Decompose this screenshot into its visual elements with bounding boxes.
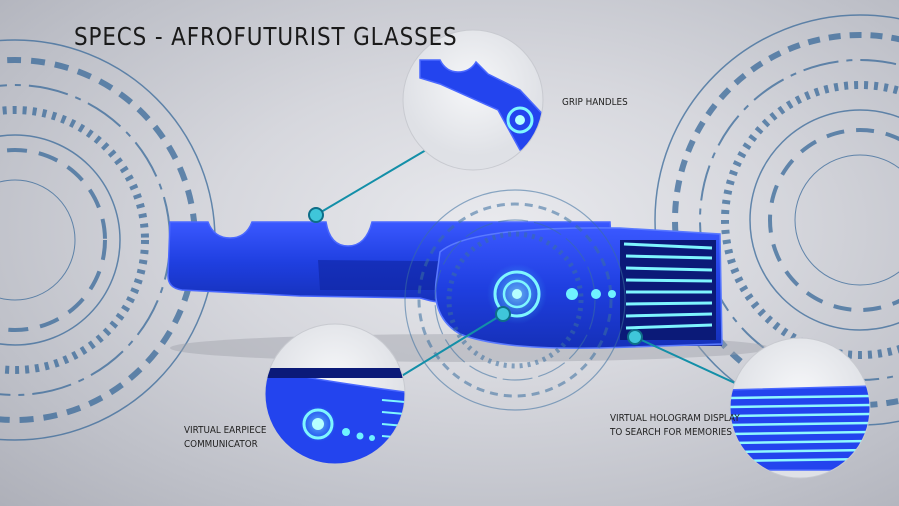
hud-ring-center — [404, 189, 626, 411]
callout-label-hologram-line2: TO SEARCH FOR MEMORIES — [610, 427, 732, 438]
callout-label-earpiece-line2: COMMUNICATOR — [184, 439, 258, 450]
callout-label-grip: GRIP HANDLES — [562, 96, 628, 110]
callout-lines — [315, 149, 751, 391]
callout-label-hologram: VIRTUAL HOLOGRAM DISPLAY TO SEARCH FOR M… — [610, 412, 740, 440]
callout-label-grip-line1: GRIP HANDLES — [562, 97, 628, 108]
callout-label-hologram-line1: VIRTUAL HOLOGRAM DISPLAY — [610, 413, 740, 424]
callout-circle-earpiece — [264, 323, 406, 465]
callout-label-earpiece-line1: VIRTUAL EARPIECE — [184, 425, 267, 436]
callout-label-earpiece: VIRTUAL EARPIECE COMMUNICATOR — [184, 424, 267, 452]
callout-circle-grip — [402, 29, 544, 171]
callout-dot-icon — [308, 207, 643, 345]
hud-ring-right — [654, 14, 899, 426]
callout-circle-hologram — [729, 337, 871, 479]
page-title: SPECS - AFROFUTURIST GLASSES — [74, 22, 458, 51]
